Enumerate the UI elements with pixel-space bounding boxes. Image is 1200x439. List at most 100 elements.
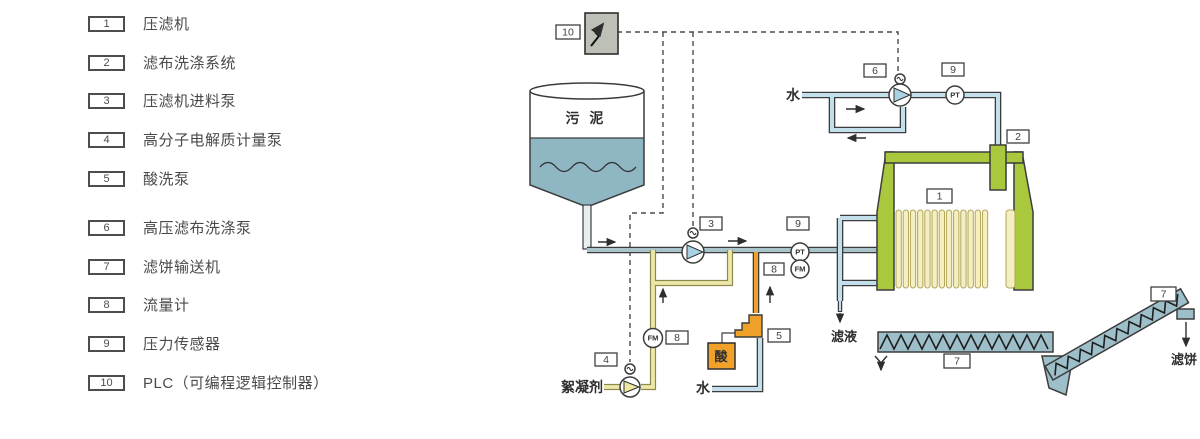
press-top-beam [884, 151, 1024, 164]
filtrate-manifold: 滤液 [831, 214, 880, 344]
legend-num-4: 4 [88, 131, 125, 148]
tag-5: 5 [767, 328, 791, 343]
svg-text:9: 9 [950, 64, 956, 76]
legend-label-10: PLC（可编程逻辑控制器） [143, 375, 329, 392]
tag-8-floc: 8 [665, 330, 689, 345]
water-label-top: 水 [786, 87, 801, 103]
legend-num-8: 8 [88, 296, 125, 313]
svg-text:FM: FM [648, 334, 659, 343]
svg-text:7: 7 [954, 356, 960, 368]
legend-num-7: 7 [88, 258, 125, 275]
tank-outlet-stub [582, 204, 592, 250]
motor-icon [689, 230, 697, 236]
acid-label: 酸 [714, 349, 728, 364]
svg-text:PT: PT [950, 91, 960, 100]
filtrate-label: 滤液 [831, 329, 857, 344]
legend-label-8: 流量计 [143, 297, 190, 314]
plc-box [584, 12, 619, 55]
acid-pump-stair-icon [734, 314, 763, 338]
sludge-label: 污 泥 [566, 110, 607, 126]
tag-6: 6 [863, 63, 887, 78]
legend-num-3: 3 [88, 92, 125, 109]
cake-conveyor-inclined [1044, 287, 1190, 382]
flocculant-pipes [604, 250, 734, 391]
tag-9-main: 9 [786, 216, 810, 231]
legend-item-9: 9 压力传感器 [88, 333, 221, 354]
tag-7-horizontal: 7 [943, 353, 971, 369]
legend-label-1: 压滤机 [143, 16, 190, 33]
tag-3: 3 [699, 216, 723, 231]
tag-10: 10 [555, 24, 581, 40]
legend-label-4: 高分子电解质计量泵 [143, 132, 283, 149]
legend-num-6: 6 [88, 219, 125, 236]
press-plate [974, 209, 982, 289]
svg-text:10: 10 [562, 27, 574, 39]
press-plate [938, 209, 946, 289]
legend-num-2: 2 [88, 54, 125, 71]
water-label-bottom: 水 [696, 380, 711, 396]
svg-text:5: 5 [776, 330, 782, 342]
svg-text:9: 9 [795, 218, 801, 230]
legend-num-9: 9 [88, 335, 125, 352]
tag-8-main: 8 [763, 262, 785, 276]
acid-dilution-water-pipe [712, 338, 762, 391]
plc-unit [584, 12, 619, 55]
svg-text:1: 1 [937, 191, 943, 203]
cake-conveyor-horizontal [874, 331, 1054, 372]
filter-press [876, 144, 1034, 291]
flocculant-pump: 絮凝剂 [561, 363, 641, 398]
svg-text:2: 2 [1015, 131, 1021, 143]
sludge-tank: 污 泥 [529, 82, 645, 250]
motor-icon [626, 366, 634, 372]
svg-text:4: 4 [603, 354, 609, 366]
press-plate [981, 209, 989, 289]
drain-funnel-icon [874, 355, 888, 365]
plc-control-lines [617, 31, 899, 362]
press-plate [967, 209, 974, 289]
legend-item-4: 4 高分子电解质计量泵 [88, 129, 283, 150]
press-head-plate [1005, 209, 1016, 289]
legend-num-5: 5 [88, 170, 125, 187]
plc-arrow-icon [590, 22, 605, 47]
svg-text:8: 8 [674, 332, 680, 344]
press-plate [895, 209, 902, 289]
legend-item-3: 3 压滤机进料泵 [88, 90, 236, 111]
svg-text:6: 6 [872, 65, 878, 77]
legend-num-1: 1 [88, 15, 125, 32]
svg-text:FM: FM [795, 265, 806, 274]
svg-text:3: 3 [708, 218, 714, 230]
press-plate [945, 209, 953, 289]
press-plate [909, 209, 917, 289]
liquid-wave-icon [539, 161, 637, 173]
legend-label-9: 压力传感器 [143, 336, 221, 353]
tag-7-inclined: 7 [1150, 286, 1177, 302]
legend-item-5: 5 酸洗泵 [88, 168, 190, 189]
press-plate [960, 209, 967, 289]
acid-system: 酸 [707, 252, 764, 393]
tag-4: 4 [594, 352, 618, 367]
press-plates [895, 209, 989, 289]
legend-item-8: 8 流量计 [88, 294, 190, 315]
legend-item-1: 1 压滤机 [88, 13, 190, 34]
pressure-sensor-top: PT [945, 85, 965, 105]
tag-2: 2 [1006, 129, 1030, 144]
press-right-post [1013, 151, 1034, 291]
flow-meter-main: FM [790, 259, 810, 279]
svg-text:8: 8 [771, 264, 777, 276]
press-left-post [876, 151, 895, 291]
svg-text:PT: PT [795, 248, 805, 257]
wash-pump [888, 73, 912, 107]
svg-text:7: 7 [1161, 289, 1167, 301]
legend-label-3: 压滤机进料泵 [143, 93, 237, 110]
filter-cake-label: 滤饼 [1171, 352, 1197, 367]
press-plate [931, 209, 938, 289]
motor-icon [896, 76, 904, 82]
legend-label-5: 酸洗泵 [143, 171, 190, 188]
legend-num-10: 10 [88, 374, 125, 391]
tag-9-top: 9 [941, 62, 965, 77]
